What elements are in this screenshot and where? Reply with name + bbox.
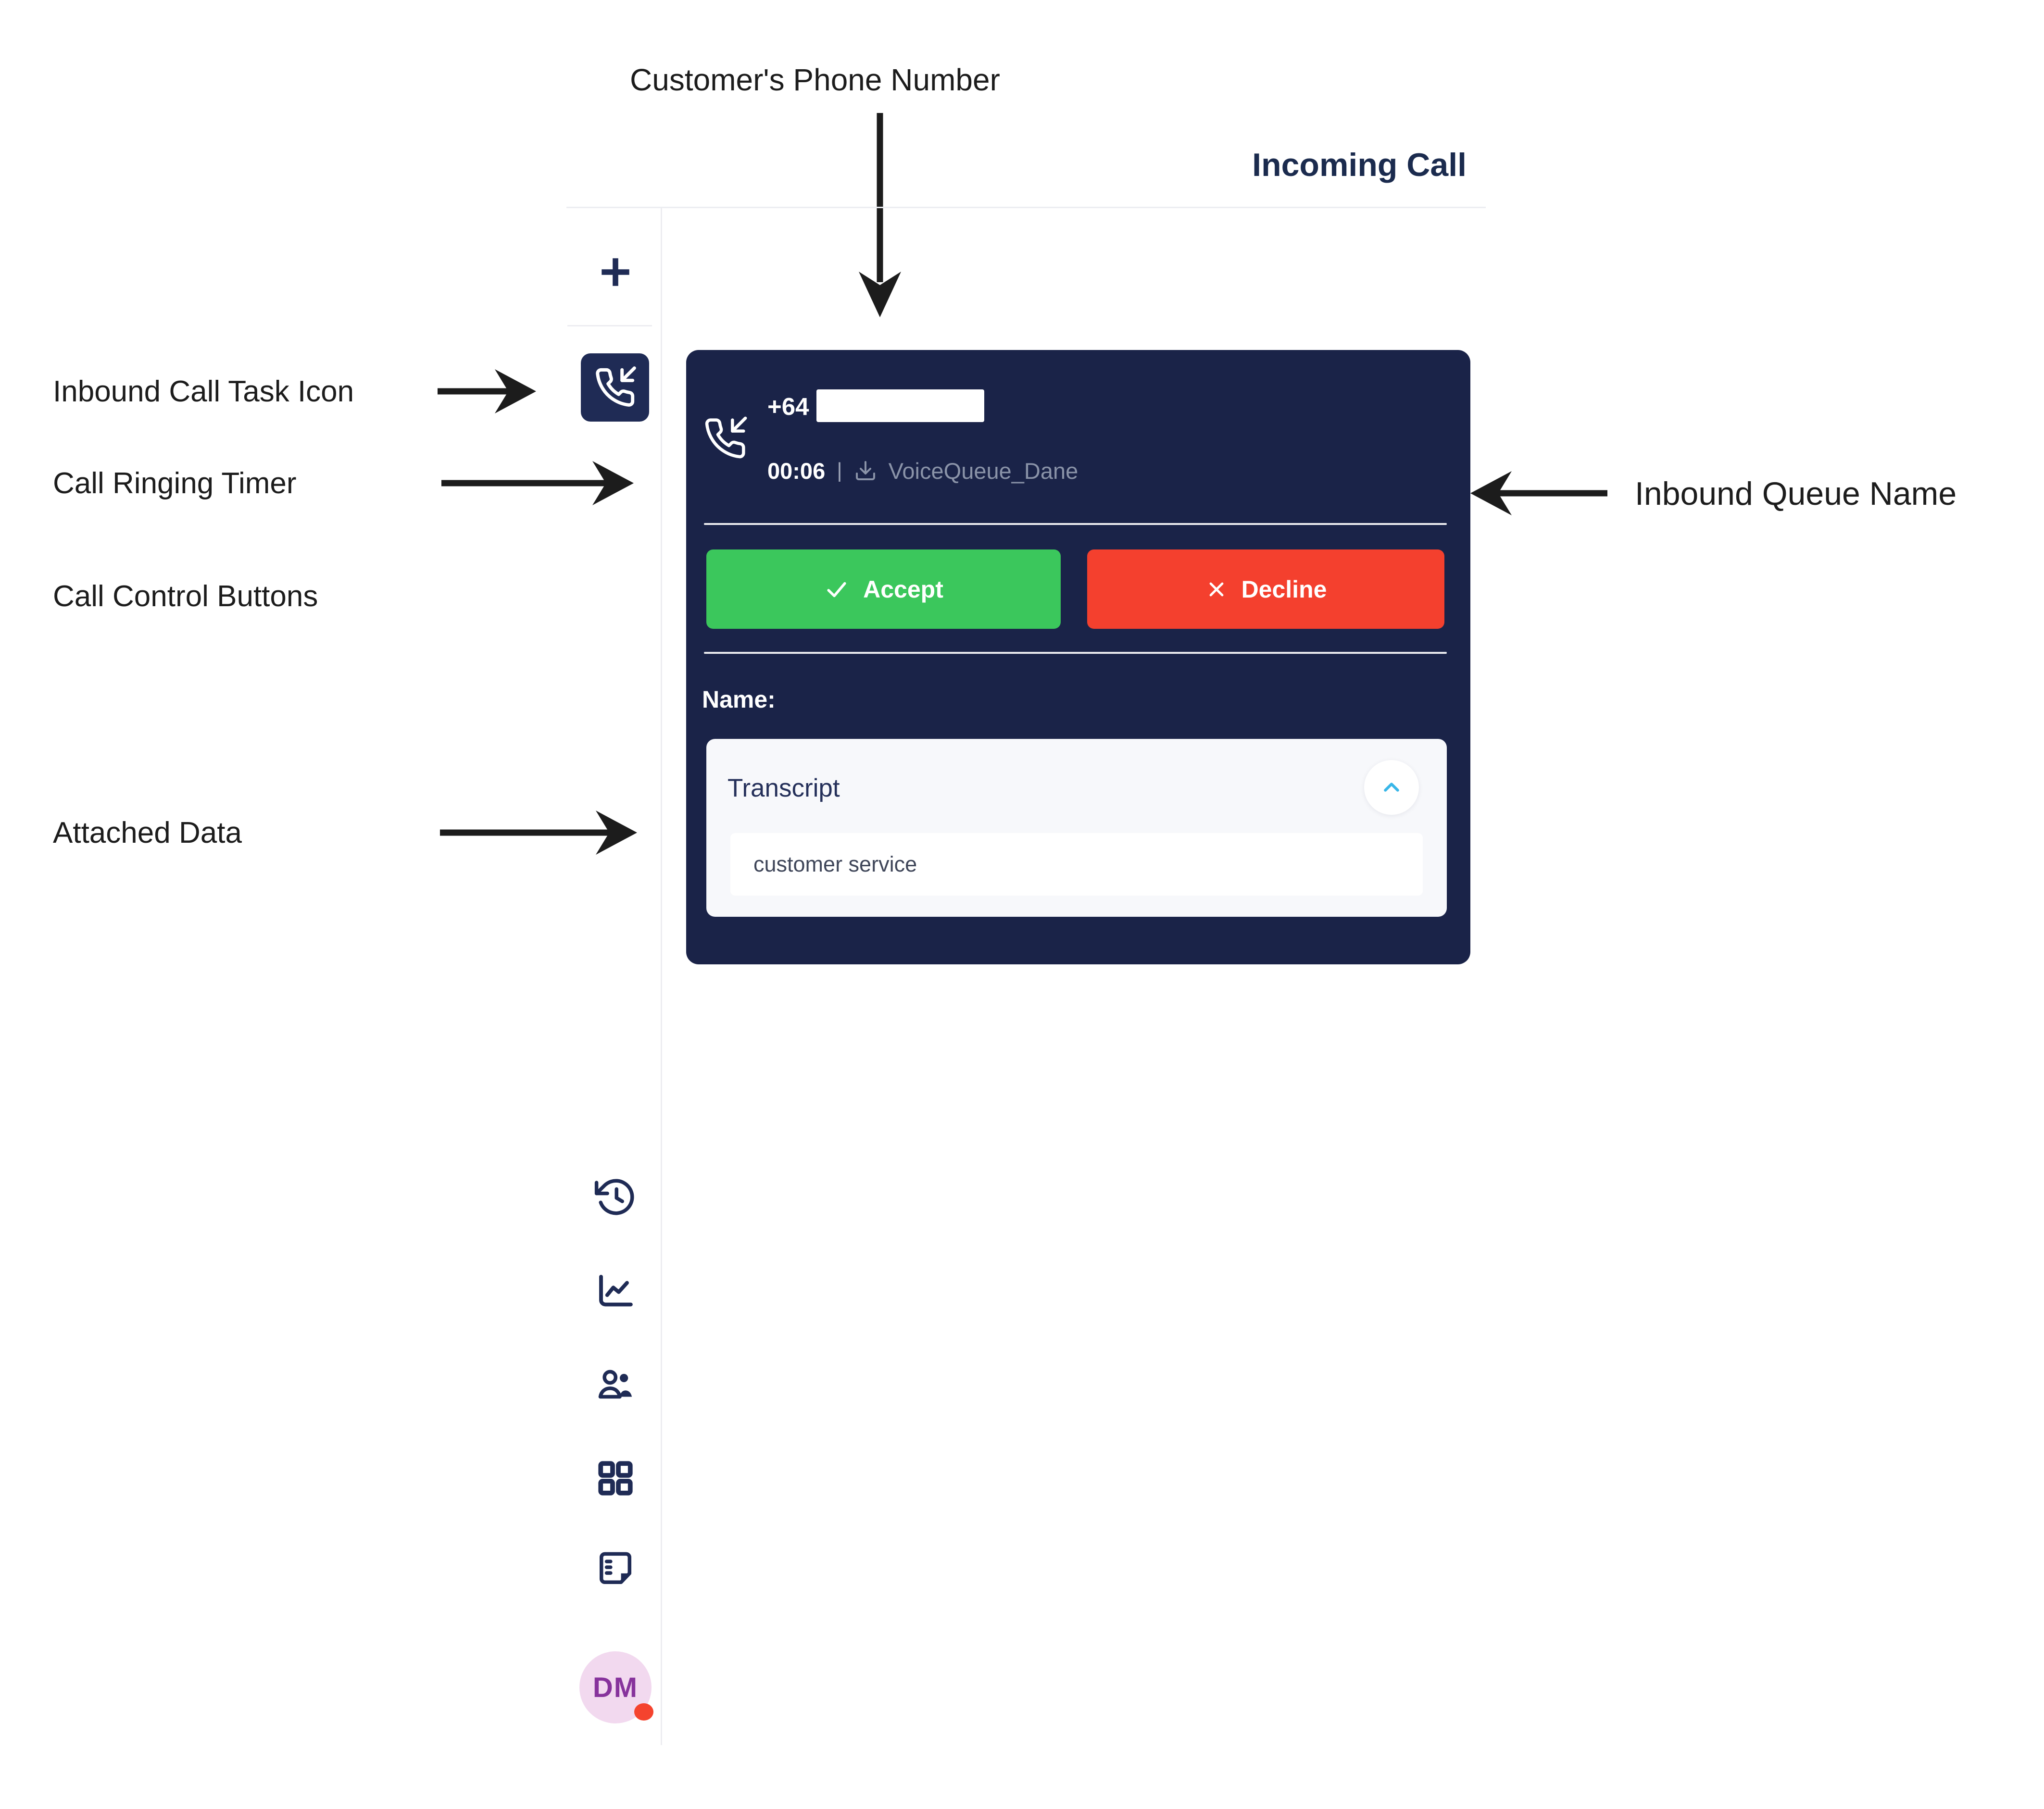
meta-separator: | bbox=[837, 459, 842, 482]
attached-data-panel: Transcript customer service bbox=[706, 739, 1447, 917]
check-icon bbox=[827, 582, 846, 597]
inbound-task-annotation: Inbound Call Task Icon bbox=[53, 375, 354, 408]
inbound-call-task-icon bbox=[596, 366, 636, 407]
card-divider bbox=[704, 652, 1447, 654]
history-icon bbox=[594, 1179, 634, 1215]
sidebar-item-contacts[interactable] bbox=[594, 1363, 637, 1406]
incoming-call-card: +64 00:06 | VoiceQueue_Dane Accept Decli… bbox=[686, 350, 1470, 964]
sidebar-item-history[interactable] bbox=[594, 1175, 637, 1219]
name-field-label: Name: bbox=[702, 686, 776, 713]
sidebar-divider bbox=[661, 208, 662, 1745]
user-avatar[interactable]: DM bbox=[579, 1651, 653, 1723]
arrow-right-to-task-icon bbox=[438, 369, 536, 413]
card-divider bbox=[704, 523, 1447, 525]
apps-grid-icon bbox=[598, 1461, 633, 1496]
arrow-right-to-ringing-timer bbox=[441, 461, 634, 505]
plus-icon bbox=[602, 258, 629, 286]
header-divider bbox=[566, 207, 1486, 208]
customer-phone-number: +64 bbox=[767, 393, 809, 420]
arrow-down-to-phone-number bbox=[859, 113, 901, 317]
sidebar-item-inbound-call-task[interactable] bbox=[581, 353, 649, 422]
chevron-up-icon bbox=[1384, 783, 1399, 792]
ringing-timer-annotation: Call Ringing Timer bbox=[53, 467, 297, 500]
sidebar-section-divider bbox=[567, 325, 652, 326]
inbound-queue-name: VoiceQueue_Dane bbox=[888, 458, 1078, 484]
customer-phone-annotation: Customer's Phone Number bbox=[630, 62, 1000, 97]
attached-data-annotation: Attached Data bbox=[53, 816, 242, 849]
sidebar-item-metrics[interactable] bbox=[594, 1269, 637, 1312]
inbound-call-icon bbox=[705, 416, 747, 459]
sidebar-item-notes[interactable] bbox=[594, 1547, 637, 1590]
busy-status-dot bbox=[634, 1703, 653, 1721]
contacts-icon bbox=[598, 1370, 632, 1399]
call-controls-annotation: Call Control Buttons bbox=[53, 580, 318, 613]
attached-data-title: Transcript bbox=[727, 774, 840, 802]
attached-data-value: customer service bbox=[730, 833, 1423, 896]
inbound-queue-icon bbox=[855, 461, 875, 480]
call-meta-row: 00:06 | VoiceQueue_Dane bbox=[767, 457, 1078, 485]
collapse-panel-button[interactable] bbox=[1364, 760, 1419, 815]
page-title: Incoming Call bbox=[1252, 147, 1467, 183]
metrics-icon bbox=[599, 1274, 633, 1307]
phone-number-redaction bbox=[816, 389, 984, 422]
x-icon bbox=[1209, 582, 1223, 596]
decline-label: Decline bbox=[1241, 575, 1327, 603]
avatar-initials: DM bbox=[592, 1672, 639, 1703]
queue-name-annotation: Inbound Queue Name bbox=[1635, 475, 1957, 512]
arrow-left-to-queue-name bbox=[1470, 471, 1607, 515]
new-task-button[interactable] bbox=[594, 250, 637, 294]
decline-button[interactable]: Decline bbox=[1087, 549, 1444, 629]
notes-icon bbox=[600, 1552, 631, 1584]
arrow-right-to-attached-data bbox=[440, 811, 637, 855]
accept-button[interactable]: Accept bbox=[706, 549, 1061, 629]
call-ringing-timer: 00:06 bbox=[767, 458, 826, 484]
sidebar-item-apps[interactable] bbox=[594, 1457, 637, 1500]
accept-label: Accept bbox=[863, 575, 943, 603]
